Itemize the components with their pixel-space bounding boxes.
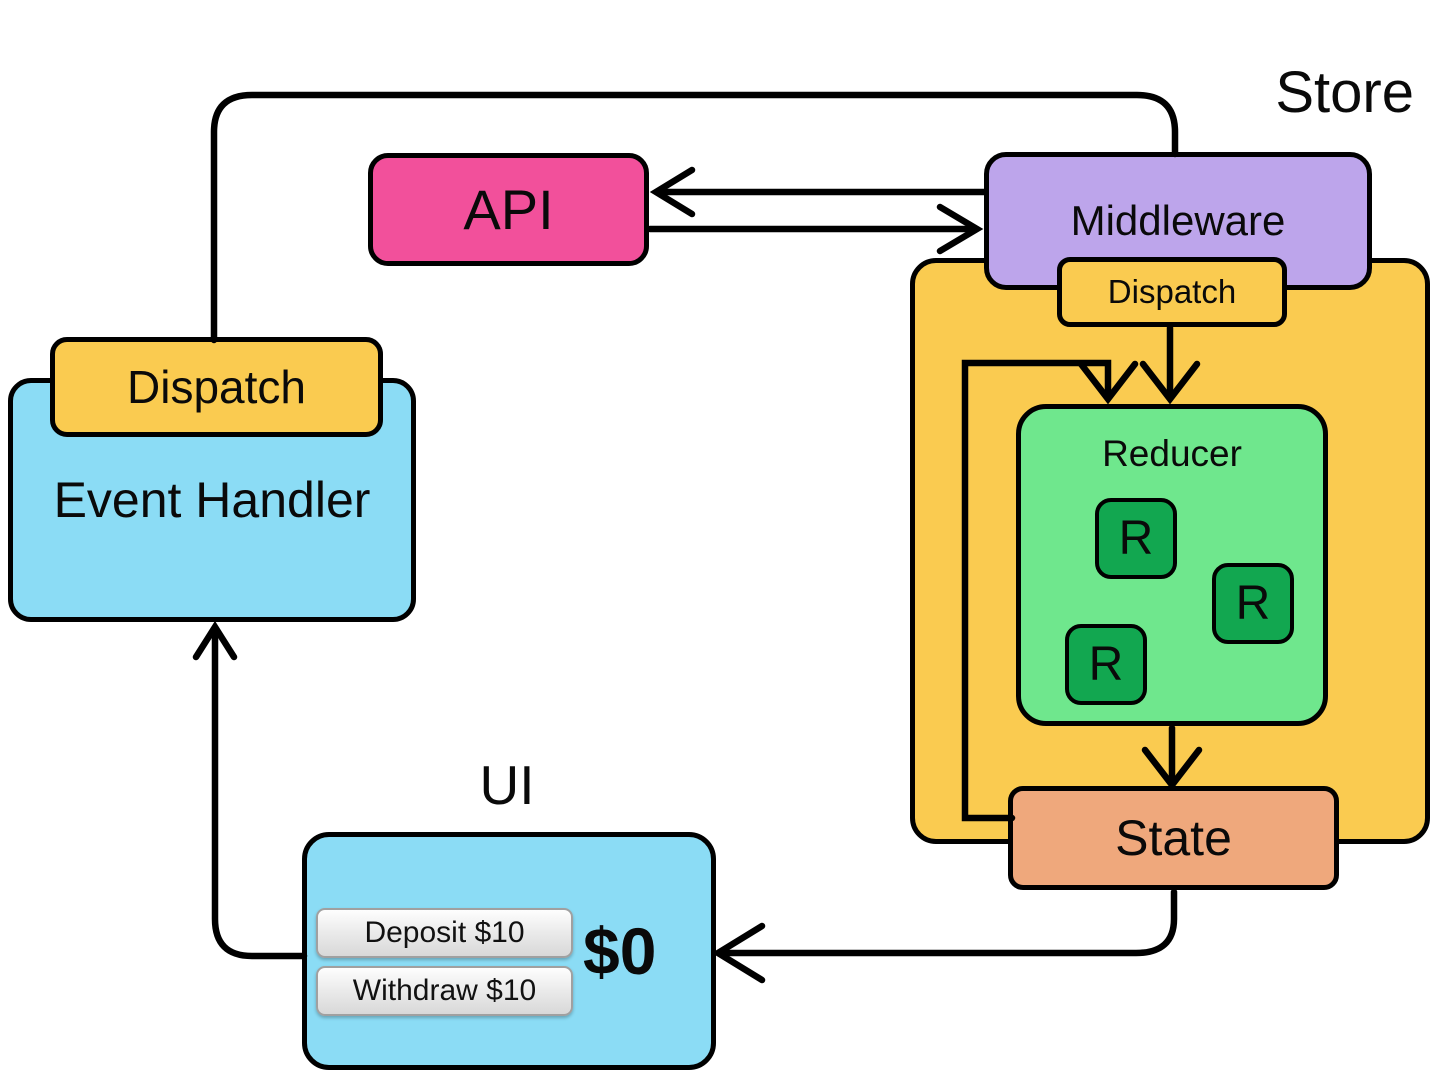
arrowhead-into-api	[649, 166, 696, 218]
event-handler-label: Event Handler	[53, 472, 371, 528]
store-label: Store	[1275, 60, 1414, 125]
state-node: State	[1008, 786, 1339, 890]
event-handler-dispatch-node: Dispatch	[50, 337, 383, 437]
ui-node: Deposit $10 Withdraw $10 $0	[302, 832, 716, 1070]
store-dispatch-node: Dispatch	[1057, 257, 1287, 327]
api-node: API	[368, 153, 649, 266]
arrowhead-into-middleware	[936, 203, 984, 255]
withdraw-button[interactable]: Withdraw $10	[316, 966, 573, 1016]
event-handler-dispatch-label: Dispatch	[127, 361, 306, 413]
arrowhead-into-ui	[711, 922, 766, 984]
withdraw-button-label: Withdraw $10	[352, 974, 537, 1007]
reducer-label: Reducer	[1102, 433, 1242, 474]
sub-reducer-2-label: R	[1235, 577, 1271, 630]
middleware-label: Middleware	[1070, 197, 1286, 244]
store-dispatch-label: Dispatch	[1107, 273, 1237, 310]
api-label: API	[463, 178, 554, 241]
reducer-node: Reducer R R R	[1016, 404, 1328, 726]
sub-reducer-1: R	[1095, 498, 1177, 579]
balance-value: $0	[583, 914, 657, 988]
sub-reducer-3-label: R	[1088, 638, 1124, 691]
state-label: State	[1115, 810, 1232, 866]
deposit-button[interactable]: Deposit $10	[316, 908, 573, 958]
deposit-button-label: Deposit $10	[364, 916, 525, 949]
sub-reducer-1-label: R	[1118, 512, 1154, 565]
arrowhead-into-event-handler	[192, 620, 238, 661]
sub-reducer-2: R	[1212, 563, 1294, 644]
sub-reducer-3: R	[1065, 624, 1147, 705]
connector-ui-to-event-handler	[211, 628, 308, 960]
connector-state-to-ui	[718, 888, 1178, 957]
ui-label: UI	[479, 754, 535, 816]
